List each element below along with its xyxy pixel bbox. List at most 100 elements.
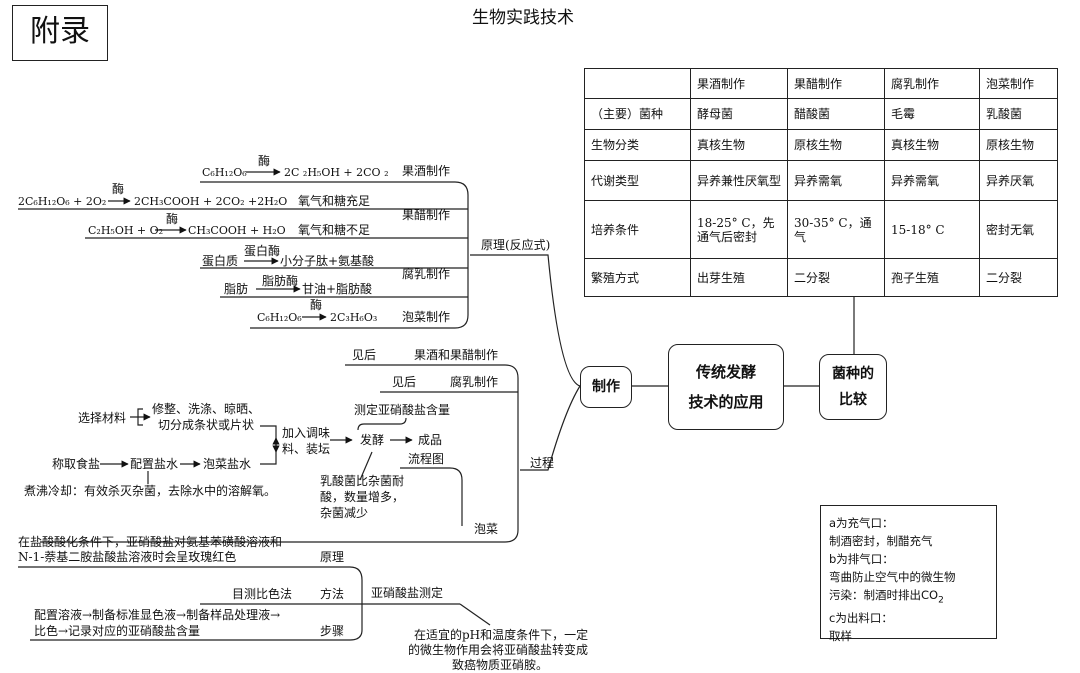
reaction-4-right: 小分子肽+氨基酸 [280,254,375,268]
steps-text-line: 比色→记录对应的亚硝酸盐含量 [34,624,201,638]
table-row: 代谢类型 异养兼性厌氧型 异养需氧 异养需氧 异养厌氧 [584,160,1058,201]
boil-note: 煮沸冷却：有效杀灭杂菌，去除水中的溶解氧。 [24,484,277,498]
table-cell: 醋酸菌 [787,98,885,130]
table-cell: 孢子生殖 [884,258,980,297]
pickle-brine: 泡菜盐水 [203,457,252,471]
reaction-1-label: 果酒制作 [402,164,451,178]
nitrite-method-label: 方法 [320,587,345,601]
reaction-6-enzyme: 酶 [310,298,323,312]
making-node: 制作 [580,366,632,408]
table-row: （主要）菌种 酵母菌 醋酸菌 毛霉 乳酸菌 [584,98,1058,130]
table-header-cell: 腐乳制作 [884,68,980,99]
reaction-6-left: C₆H₁₂O₆ [257,311,302,324]
table-cell: 出芽生殖 [690,258,788,297]
table-cell: 生物分类 [584,129,691,161]
table-cell: 异养需氧 [787,160,885,201]
see-after-2: 见后 [392,375,417,389]
legend-line-co2: 污染：制酒时排出CO2 [829,586,988,609]
strain-compare-line: 菌种的 [832,366,874,382]
table-cell: 18-25° C，先通气后密封 [690,200,788,259]
reaction-6-right: 2C₃H₆O₃ [330,311,378,324]
table-cell: 原核生物 [979,129,1058,161]
reaction-4-left: 蛋白质 [202,254,239,268]
reaction-3-left: C₂H₅OH + O₂ [88,224,164,237]
steps-text-line: 配置溶液→制备标准显色液→制备样品处理液→ [34,608,281,622]
nitrite-principle-label: 原理 [320,550,345,564]
see-furu: 腐乳制作 [450,375,499,389]
nitrite-test-label: 亚硝酸盐测定 [371,586,444,600]
principle-text-line: N-1-萘基二胺盐酸盐溶液时会呈玫瑰红色 [18,550,237,564]
legend-line: 取样 [829,629,852,644]
table-cell: 毛霉 [884,98,980,130]
process-label: 过程 [530,456,555,470]
see-after-1: 见后 [352,348,377,362]
measure-nitrite: 测定亚硝酸盐含量 [354,403,451,417]
legend-line: b为排气口： [829,552,894,566]
product-step: 成品 [418,433,443,447]
prep-step-line: 修整、洗涤、晾晒、 [152,402,261,416]
weigh-salt: 称取食盐 [52,457,101,471]
make-brine: 配置盐水 [130,457,179,471]
see-wine-vinegar: 果酒和果醋制作 [414,348,499,362]
reaction-2-enzyme: 酶 [112,182,125,196]
table-cell: 乳酸菌 [979,98,1058,130]
reaction-5-right: 甘油+脂肪酸 [302,282,373,296]
prep-step-line: 切分成条状或片状 [158,418,255,432]
co2-subscript: 2 [938,595,944,606]
legend-line: 制酒密封，制醋充气 [829,534,933,548]
reaction-3-enzyme: 酶 [166,212,179,226]
table-header-cell: 果酒制作 [690,68,788,99]
table-cell: 二分裂 [979,258,1058,297]
table-cell: 繁殖方式 [584,258,691,297]
table-row: 培养条件 18-25° C，先通气后密封 30-35° C，通气 15-18° … [584,200,1058,259]
appendix-label: 附录 [30,14,90,49]
legend-line: 弯曲防止空气中的微生物 [829,570,956,584]
center-node-line: 传统发酵 [695,363,756,381]
table-cell: 15-18° C [884,200,980,259]
pickle-label: 泡菜 [474,522,499,536]
table-cell: 代谢类型 [584,160,691,201]
reaction-2-right: 2CH₃COOH + 2CO₂ +2H₂O [134,195,288,208]
reaction-2-left: 2C₆H₁₂O₆ + 2O₂ [18,195,107,208]
table-cell: 异养厌氧 [979,160,1058,201]
furu-label: 腐乳制作 [402,267,451,281]
table-cell: 真核生物 [690,129,788,161]
appendix-label-box: 附录 [12,5,108,61]
reaction-5-left: 脂肪 [224,282,249,296]
table-cell: 酵母菌 [690,98,788,130]
nitrosamine-note-line: 在适宜的pH和温度条件下，一定 [414,628,589,642]
vinegar-label: 果醋制作 [402,208,451,222]
nitrosamine-note-line: 的微生物作用会将亚硝酸盐转变成 [408,643,589,657]
reaction-1-enzyme: 酶 [258,154,271,168]
flowchart-label: 流程图 [408,452,445,466]
table-cell: 真核生物 [884,129,980,161]
table-cell: 30-35° C，通气 [787,200,885,259]
table-header-row: 果酒制作 果醋制作 腐乳制作 泡菜制作 [584,68,1058,99]
legend-co2-text: 污染：制酒时排出CO [829,588,939,602]
lactic-note-line: 杂菌减少 [320,506,369,520]
principle-text-line: 在盐酸酸化条件下，亚硝酸盐对氨基苯磺酸溶液和 [18,535,283,549]
table-cell: 原核生物 [787,129,885,161]
strain-compare-line: 比较 [839,392,867,408]
page-title: 生物实践技术 [472,8,574,28]
legend-line: a为充气口： [829,516,894,530]
reaction-3-condition: 氧气和糖不足 [298,223,371,237]
making-node-label: 制作 [592,379,620,395]
principle-label: 原理(反应式) [481,238,551,252]
fermenter-legend: a为充气口： 制酒密封，制醋充气 b为排气口： 弯曲防止空气中的微生物 污染：制… [820,505,997,643]
table-header-cell: 果醋制作 [787,68,885,99]
table-row: 繁殖方式 出芽生殖 二分裂 孢子生殖 二分裂 [584,258,1058,297]
add-seasoning-line: 加入调味 [282,426,331,440]
table-row: 生物分类 真核生物 原核生物 真核生物 原核生物 [584,129,1058,161]
reaction-1-left: C₆H₁₂O₆ [202,166,247,179]
strain-compare-node: 菌种的 比较 [819,354,887,420]
reaction-5-enzyme: 脂肪酶 [262,274,299,288]
add-seasoning-line: 料、装坛 [282,442,331,456]
nitrosamine-note-line: 致癌物质亚硝胺。 [452,658,549,672]
reaction-1-right: 2C ₂H₅OH + 2CO ₂ [284,166,389,179]
select-material: 选择材料 [78,411,127,425]
center-node: 传统发酵 技术的应用 [668,344,784,430]
lactic-note-line: 酸，数量增多， [320,490,405,504]
table-cell: 异养需氧 [884,160,980,201]
